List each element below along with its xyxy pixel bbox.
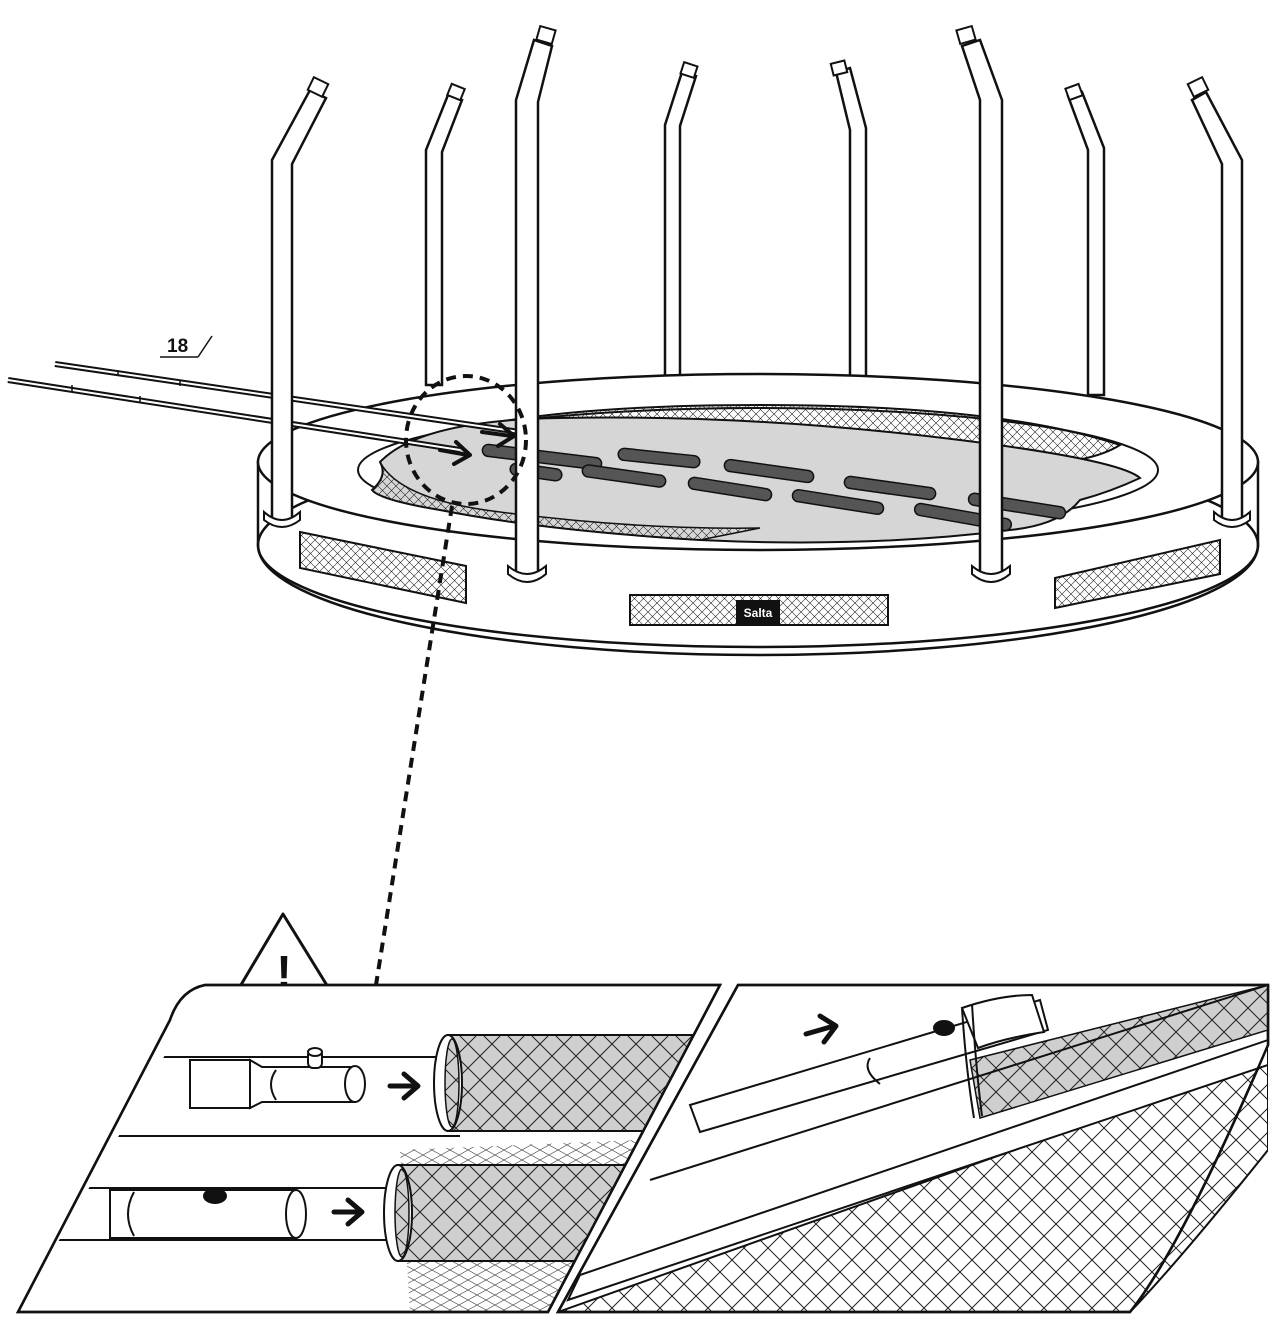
pole-sockets [263, 509, 1251, 583]
jumping-mat [370, 403, 1142, 544]
detail-circle [404, 374, 528, 506]
detail-leader [374, 505, 454, 986]
detail-callout [374, 374, 528, 986]
pole-back-2 [663, 70, 698, 387]
brand-badge: Salta [736, 600, 780, 624]
skirt-mesh-left [299, 530, 467, 605]
skirt-mesh-right [1054, 538, 1221, 610]
arrow-slide [803, 1013, 839, 1045]
part-number-label: 18 [167, 336, 188, 357]
rod-with-push-pin [189, 1047, 366, 1110]
sleeve-opening [960, 993, 1046, 1119]
pole-back-3 [834, 66, 868, 387]
pole-caps-back [445, 59, 1084, 102]
rod-with-hole [109, 1188, 307, 1239]
pole-caps-front [306, 24, 1210, 99]
net-rods [481, 443, 1067, 532]
arrow-insert-upper [480, 422, 516, 448]
pole-back-4 [1066, 90, 1106, 397]
trampoline: Salta [7, 24, 1260, 657]
mat-net-edge [370, 461, 761, 541]
rod-hole [203, 1188, 227, 1204]
detail-panel-sleeve [555, 983, 1270, 1314]
brand-label: Salta [744, 606, 773, 620]
insertion-arrows-top [438, 422, 516, 466]
rod-into-sleeve [688, 998, 1050, 1134]
insertion-arrows-detail [331, 1071, 421, 1227]
rod-lower-core [7, 379, 461, 451]
part-callout: 18 [160, 335, 213, 358]
arrow-insert-lower [438, 440, 472, 466]
pole-back-1 [424, 93, 464, 387]
